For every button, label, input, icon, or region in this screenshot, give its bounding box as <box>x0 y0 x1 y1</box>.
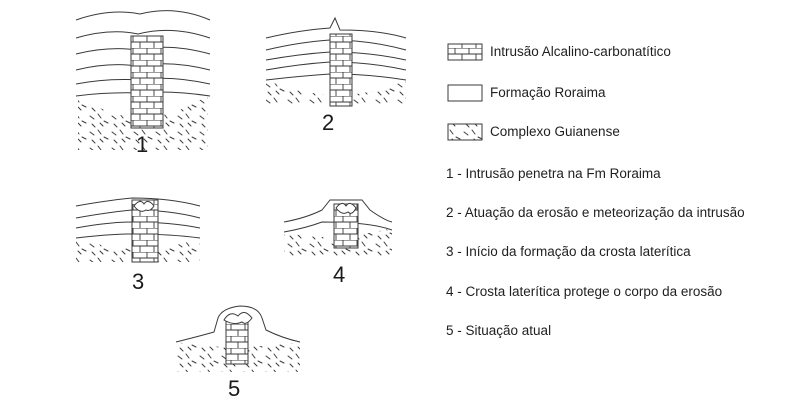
layered-icon <box>447 84 483 102</box>
legend-label: Complexo Guianense <box>490 124 620 139</box>
stage-4-section <box>283 199 393 256</box>
legend-label: Formação Roraima <box>490 85 606 100</box>
stage-number-3: 3 <box>132 269 145 294</box>
legend-item-intrusion: Intrusão Alcalino-carbonatítico <box>490 44 671 59</box>
legend-item-roraima: Formação Roraima <box>490 85 606 100</box>
brick-icon <box>447 43 483 61</box>
step-2: 2 - Atuação da erosão e meteorização da … <box>446 205 745 220</box>
legend-label: Intrusão Alcalino-carbonatítico <box>490 44 671 59</box>
stage-1-section <box>75 10 211 150</box>
step-4: 4 - Crosta laterítica protege o corpo da… <box>446 284 723 299</box>
legend-item-guianense: Complexo Guianense <box>490 124 620 139</box>
stage-5-section <box>175 305 301 372</box>
step-5: 5 - Situação atual <box>446 323 552 338</box>
step-3: 3 - Início da formação da crosta laterít… <box>446 244 691 259</box>
stage-number-4: 4 <box>333 262 346 287</box>
stage-2-section <box>265 16 407 107</box>
dashes-icon <box>447 123 483 141</box>
stage-number-2: 2 <box>322 110 335 135</box>
stage-number-5: 5 <box>228 376 241 401</box>
stage-3-section <box>75 197 201 263</box>
step-1: 1 - Intrusão penetra na Fm Roraima <box>446 166 661 181</box>
stage-number-1: 1 <box>136 132 149 157</box>
